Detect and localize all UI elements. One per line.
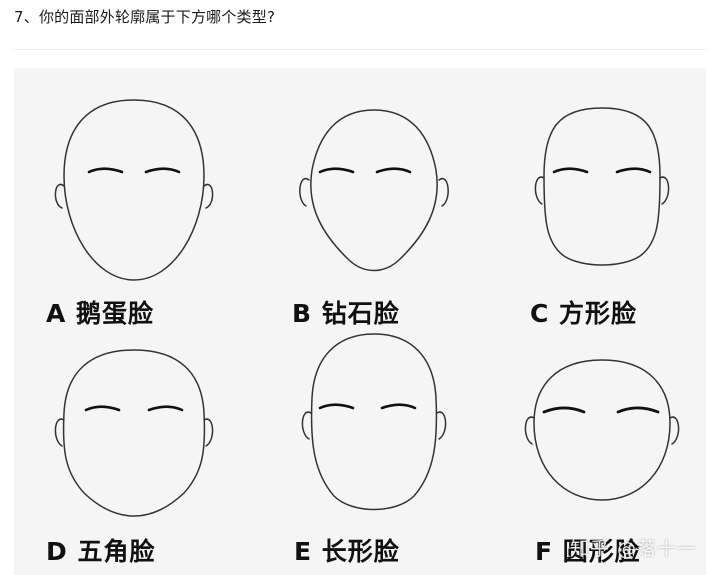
face-pentagon-d [54,349,214,517]
face-oval-a [54,99,214,281]
face-square-c [534,107,670,266]
label-square-face: C 方形脸 [530,299,638,328]
label-diamond-face: B 钻石脸 [292,299,400,328]
face-diamond-b [299,109,449,272]
divider [14,49,706,50]
label-round-face: F 圆形脸 [535,537,641,566]
face-long-e [301,333,447,511]
label-pentagon-face: D 五角脸 [46,537,156,566]
watermark: 知乎 @落十一 [570,538,698,560]
label-oval-face: A 鹅蛋脸 [46,299,155,328]
label-long-face: E 长形脸 [294,537,400,566]
face-shape-image [14,68,706,575]
face-round-f [524,359,680,501]
question-title: 7、你的面部外轮廓属于下方哪个类型? [14,8,276,26]
face-shapes-illustration [54,99,680,517]
